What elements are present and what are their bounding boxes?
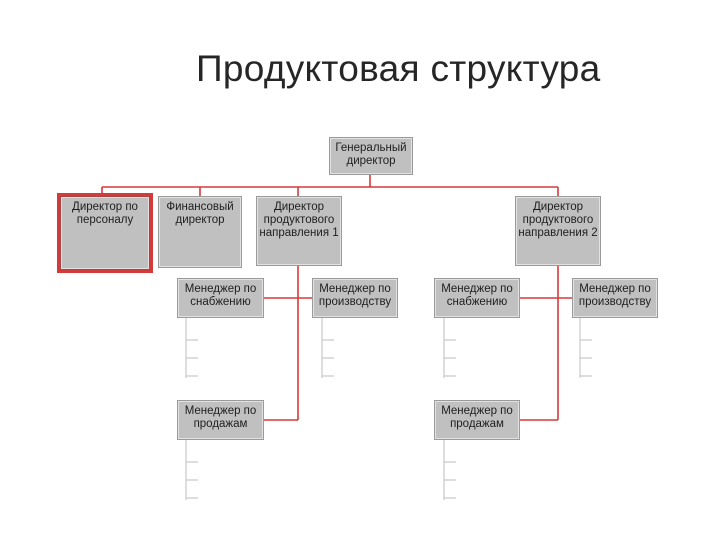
node-supply-manager-2-label: Менеджер по снабжению <box>441 283 513 308</box>
node-supply-manager-2[interactable]: Менеджер по снабжению <box>434 278 520 318</box>
node-sales-manager-1[interactable]: Менеджер по продажам <box>177 400 264 440</box>
node-product-director-2-label: Директор продуктового направления 2 <box>518 201 598 239</box>
node-ceo[interactable]: Генеральный директор <box>329 137 413 175</box>
node-hr-director[interactable]: Директор по персоналу <box>57 193 153 273</box>
node-supply-manager-1[interactable]: Менеджер по снабжению <box>177 278 264 318</box>
node-finance-director-label: Финансовый директор <box>166 201 234 226</box>
node-sales-manager-2-label: Менеджер по продажам <box>441 405 513 430</box>
node-hr-director-label: Директор по персоналу <box>72 201 138 226</box>
node-finance-director[interactable]: Финансовый директор <box>158 196 242 268</box>
node-sales-manager-1-label: Менеджер по продажам <box>184 405 257 430</box>
node-sales-manager-2[interactable]: Менеджер по продажам <box>434 400 520 440</box>
node-production-manager-1-label: Менеджер по производству <box>318 283 392 308</box>
node-product-director-1[interactable]: Директор продуктового направления 1 <box>256 196 342 266</box>
node-supply-manager-1-label: Менеджер по снабжению <box>184 283 257 308</box>
node-production-manager-1[interactable]: Менеджер по производству <box>312 278 398 318</box>
node-product-director-2[interactable]: Директор продуктового направления 2 <box>515 196 601 266</box>
node-product-director-1-label: Директор продуктового направления 1 <box>259 201 339 239</box>
node-ceo-label: Генеральный директор <box>335 142 407 167</box>
page-title: Продуктовая структура <box>196 48 601 89</box>
node-production-manager-2[interactable]: Менеджер по производству <box>572 278 658 318</box>
node-production-manager-2-label: Менеджер по производству <box>578 283 652 308</box>
